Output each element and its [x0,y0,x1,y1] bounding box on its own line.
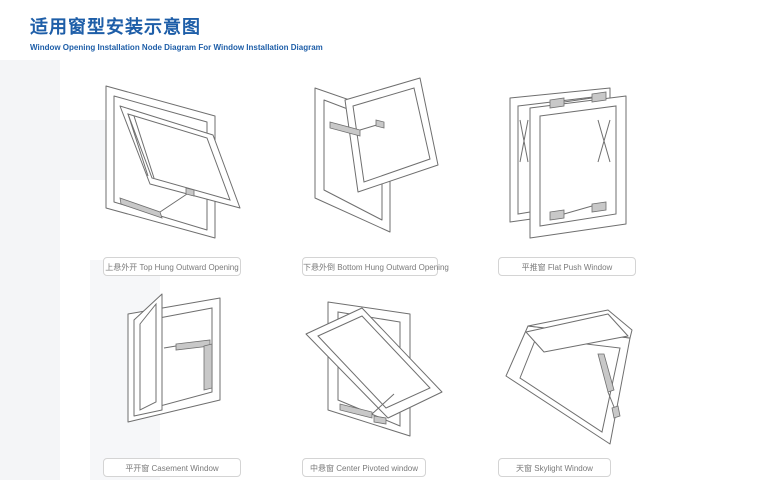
casement-caption: 平开窗 Casement Window [103,458,241,477]
skylight-caption: 天窗 Skylight Window [498,458,611,477]
center-pivoted-caption: 中悬窗 Center Pivoted window [302,458,426,477]
page-title: 适用窗型安装示意图 [30,17,201,38]
bottom-hung-caption: 下悬外倒 Bottom Hung Outward Opening [302,257,449,276]
skylight-window-diagram [498,296,668,456]
casement-window-diagram [110,288,280,448]
flat-push-caption: 平推窗 Flat Push Window [498,257,636,276]
bottom-hung-window-diagram [300,77,470,240]
page-subtitle: Window Opening Installation Node Diagram… [30,43,323,52]
flat-push-window-diagram [498,80,668,240]
top-hung-window-diagram [90,80,260,240]
top-hung-caption: 上悬外开 Top Hung Outward Opening [103,257,241,276]
center-pivoted-window-diagram [300,292,470,452]
